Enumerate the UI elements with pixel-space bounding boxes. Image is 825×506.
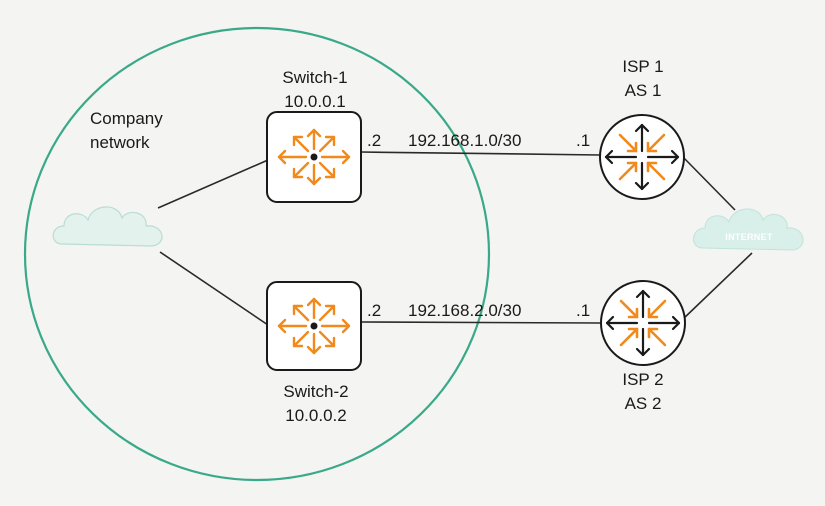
cloud-icon (52, 206, 163, 247)
link-switch2-isp2 (359, 321, 601, 324)
switch-2-name: Switch-2 (283, 382, 348, 401)
isp-1-router[interactable] (599, 114, 685, 200)
isp-2-name: ISP 2 (622, 370, 663, 389)
link-switch1-isp1 (359, 151, 601, 156)
isp-2-port-label: .1 (576, 301, 590, 320)
company-network-label-line2: network (90, 133, 150, 152)
isp-1-name: ISP 1 (622, 57, 663, 76)
company-network-label-line1: Company (90, 109, 163, 128)
switch-2-port-label: .2 (367, 301, 381, 320)
internet-label: INTERNET (725, 232, 773, 242)
link-2-subnet: 192.168.2.0/30 (408, 301, 521, 320)
isp-2-as: AS 2 (625, 394, 662, 413)
link-1-subnet: 192.168.1.0/30 (408, 131, 521, 150)
switch-1-name: Switch-1 (282, 68, 347, 87)
switch-1-ip: 10.0.0.1 (284, 92, 345, 111)
link-isp1-internet (681, 155, 736, 211)
internet-cloud-icon: INTERNET (693, 208, 804, 251)
isp-1-as: AS 1 (625, 81, 662, 100)
switch-2[interactable] (266, 281, 362, 371)
isp-2-router[interactable] (600, 280, 686, 366)
switch-1[interactable] (266, 111, 362, 203)
link-isp2-internet (681, 252, 753, 321)
company-network-boundary (23, 26, 491, 482)
switch-2-ip: 10.0.0.2 (285, 406, 346, 425)
link-cloud-switch2 (159, 251, 269, 326)
connections (157, 151, 753, 326)
link-cloud-switch1 (157, 159, 269, 209)
switch-1-port-label: .2 (367, 131, 381, 150)
isp-1-port-label: .1 (576, 131, 590, 150)
